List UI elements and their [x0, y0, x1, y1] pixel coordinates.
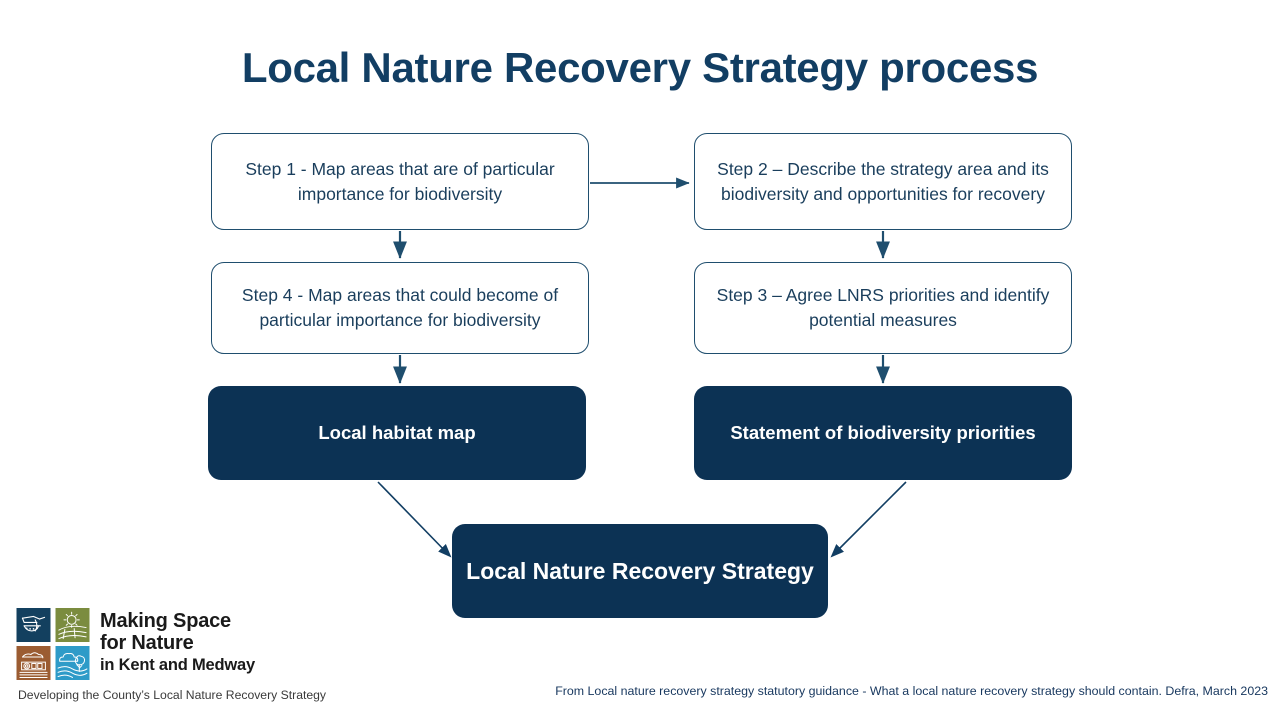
local-habitat-map-box[interactable]: Local habitat map [208, 386, 586, 480]
step-3-box[interactable]: Step 3 – Agree LNRS priorities and ident… [694, 262, 1072, 354]
logo-line-making-space: Making Space [100, 610, 231, 632]
footer-citation: From Local nature recovery strategy stat… [555, 684, 1268, 698]
local-nature-recovery-strategy-box[interactable]: Local Nature Recovery Strategy [452, 524, 828, 618]
arrow-habitat-map-to-lnrs [377, 481, 452, 558]
step-4-box[interactable]: Step 4 - Map areas that could become of … [211, 262, 589, 354]
logo-line-in-kent-and-medway: in Kent and Medway [100, 656, 256, 674]
step-2-box[interactable]: Step 2 – Describe the strategy area and … [694, 133, 1072, 230]
arrow-biodiversity-priorities-to-lnrs [830, 481, 907, 558]
making-space-for-nature-logo: Making Space for Nature in Kent and Medw… [16, 608, 326, 706]
logo-wordmark: Making Space for Nature in Kent and Medw… [100, 610, 255, 676]
sun-fields-tile [55, 608, 90, 642]
page-title: Local Nature Recovery Strategy process [241, 44, 1039, 91]
woodland-river-tile [55, 646, 90, 680]
coastal-bird-tile [16, 608, 51, 642]
statement-of-biodiversity-priorities-box[interactable]: Statement of biodiversity priorities [694, 386, 1072, 480]
logo-tile-grid [16, 608, 90, 680]
logo-caption: Developing the County’s Local Nature Rec… [18, 688, 327, 702]
logo-line-for-nature: for Nature [100, 632, 194, 654]
step-1-box[interactable]: Step 1 - Map areas that are of particula… [211, 133, 589, 230]
heritage-tile [16, 646, 51, 680]
